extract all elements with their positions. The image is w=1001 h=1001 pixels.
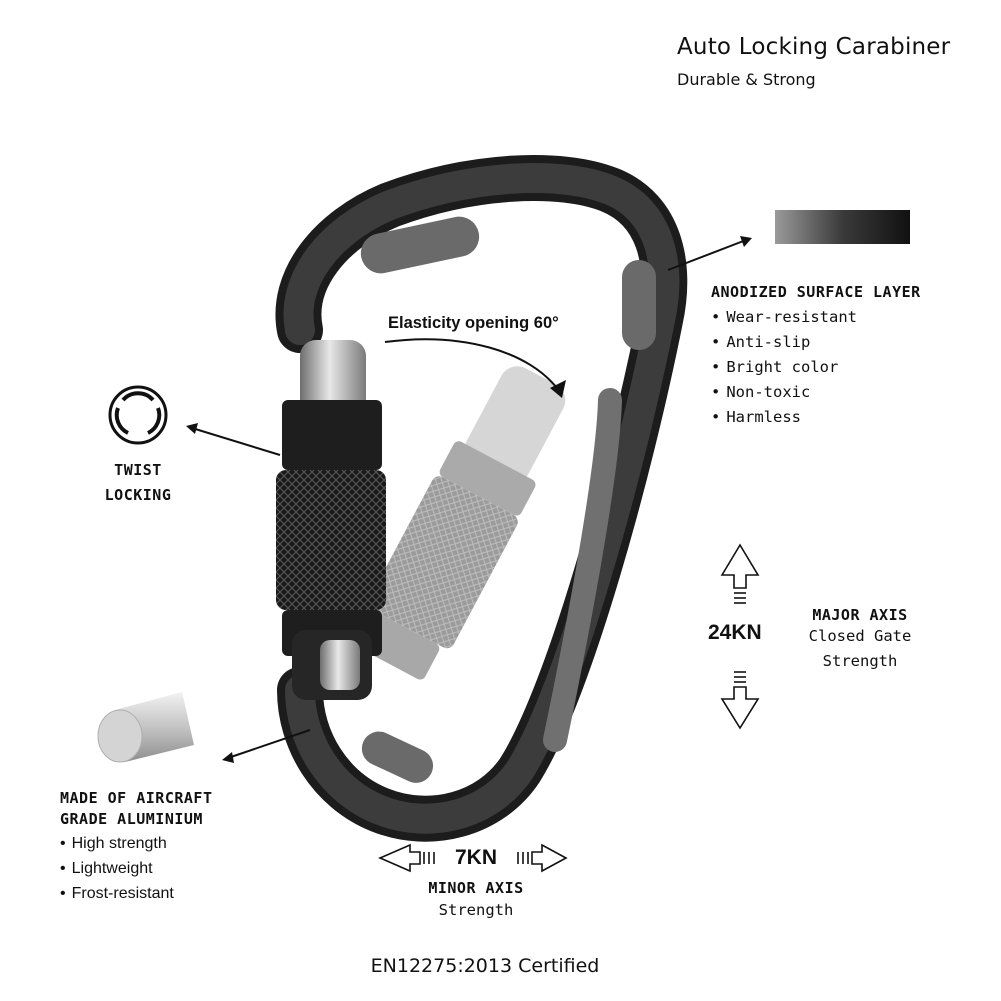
minor-axis-label: MINOR AXIS Strength <box>400 879 552 923</box>
surface-heading: ANODIZED SURFACE LAYER <box>711 283 921 301</box>
list-item: High strength <box>60 831 174 856</box>
list-item: Anti-slip <box>711 330 857 355</box>
minor-axis-value: 7KN <box>454 846 497 869</box>
material-line2: GRADE ALUMINIUM <box>60 810 203 828</box>
major-axis-label: MAJOR AXIS Closed Gate Strength <box>790 606 930 674</box>
material-leader <box>222 729 311 763</box>
material-feature-list: High strength Lightweight Frost-resistan… <box>60 831 174 906</box>
surface-feature-list: Wear-resistant Anti-slip Bright color No… <box>711 305 857 430</box>
anodized-swatch <box>775 210 910 244</box>
major-axis-line3: Strength <box>822 652 898 670</box>
material-line1: MADE OF AIRCRAFT <box>60 789 213 807</box>
major-axis-line1: MAJOR AXIS <box>812 606 908 624</box>
list-item: Wear-resistant <box>711 305 857 330</box>
carabiner-frame <box>275 155 688 842</box>
major-axis-value: 24KN <box>708 621 762 644</box>
minor-axis-right-arrow-icon <box>517 843 568 873</box>
minor-axis-line1: MINOR AXIS <box>428 879 524 897</box>
twist-lock-line2: LOCKING <box>104 486 172 504</box>
certification-label: EN12275:2013 Certified <box>370 955 600 977</box>
twist-lock-icon <box>108 385 168 445</box>
elasticity-label: Elasticity opening 60° <box>388 314 559 332</box>
elasticity-arrow <box>384 338 566 398</box>
minor-axis-line2: Strength <box>438 901 514 919</box>
list-item: Frost-resistant <box>60 881 174 906</box>
twist-lock-line1: TWIST <box>114 461 162 479</box>
twist-lock-leader <box>186 423 281 456</box>
major-axis-down-arrow-icon <box>720 671 760 730</box>
list-item: Lightweight <box>60 856 174 881</box>
major-axis-up-arrow-icon <box>720 543 760 604</box>
surface-leader <box>667 236 752 271</box>
aluminium-rod-icon <box>97 692 194 763</box>
page-title: Auto Locking Carabiner <box>677 34 951 60</box>
open-gate-ghost <box>357 366 566 680</box>
minor-axis-left-arrow-icon <box>377 843 435 873</box>
list-item: Non-toxic <box>711 380 857 405</box>
twist-lock-label: TWIST LOCKING <box>88 458 188 508</box>
major-axis-line2: Closed Gate <box>808 627 912 645</box>
list-item: Bright color <box>711 355 857 380</box>
page-subtitle: Durable & Strong <box>677 70 816 89</box>
list-item: Harmless <box>711 405 857 430</box>
material-heading: MADE OF AIRCRAFT GRADE ALUMINIUM <box>60 788 213 830</box>
locking-gate <box>276 340 386 700</box>
